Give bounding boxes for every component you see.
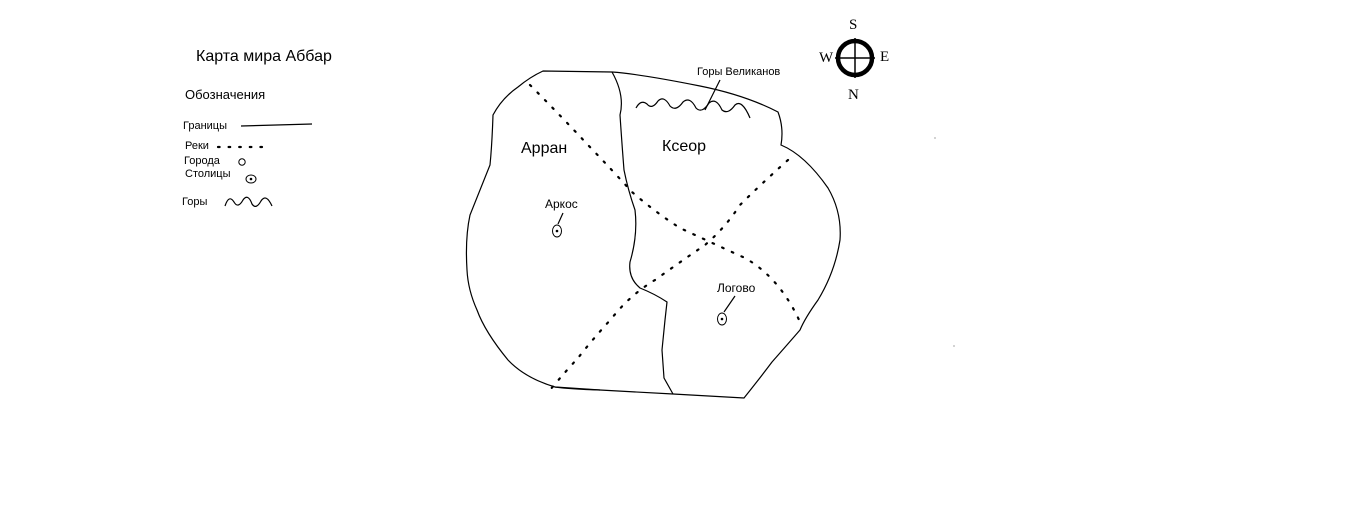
border-south bbox=[554, 386, 601, 391]
compass-label-right: E bbox=[880, 49, 889, 65]
legend-label-borders: Границы bbox=[183, 120, 227, 132]
giant-mountains bbox=[635, 98, 751, 119]
compass-label-left: W bbox=[819, 50, 834, 66]
capital-marker-arkos bbox=[552, 224, 562, 238]
map-speck bbox=[934, 137, 936, 139]
continent-border bbox=[465, 70, 841, 399]
legend-label-cities: Города bbox=[184, 155, 221, 167]
city-circle-icon bbox=[238, 158, 246, 166]
city-label-arkos: Аркос bbox=[545, 197, 578, 211]
legend: Обозначения Границы Реки Города Столицы … bbox=[182, 87, 313, 208]
border-line-icon bbox=[240, 123, 313, 127]
legend-label-mountains: Горы bbox=[182, 196, 207, 208]
compass-cross-icon bbox=[835, 38, 875, 78]
compass-label-bottom: N bbox=[848, 87, 859, 103]
city-arkos-pointer bbox=[557, 212, 564, 225]
compass-rose: S N W E bbox=[819, 17, 889, 103]
city-logovo-pointer bbox=[723, 295, 736, 313]
legend-heading: Обозначения bbox=[185, 87, 265, 102]
map-title: Карта мира Аббар bbox=[196, 48, 332, 65]
border-arran-kseor bbox=[611, 71, 674, 395]
region-label-kseor: Ксеор bbox=[662, 138, 706, 155]
city-label-logovo: Логово bbox=[717, 281, 756, 295]
giant-mountains-pointer bbox=[704, 79, 721, 111]
river-northeast bbox=[548, 158, 790, 392]
legend-label-capitals: Столицы bbox=[185, 168, 231, 180]
compass-label-top: S bbox=[849, 17, 857, 33]
region-label-arran: Арран bbox=[521, 140, 567, 157]
giant-mountains-label: Горы Великанов bbox=[697, 66, 780, 78]
legend-label-rivers: Реки bbox=[185, 140, 209, 152]
capital-marker-logovo bbox=[717, 312, 727, 326]
capital-dot-circle-icon bbox=[245, 174, 257, 184]
mountain-wave-icon bbox=[224, 196, 273, 207]
map-speck bbox=[953, 345, 955, 347]
